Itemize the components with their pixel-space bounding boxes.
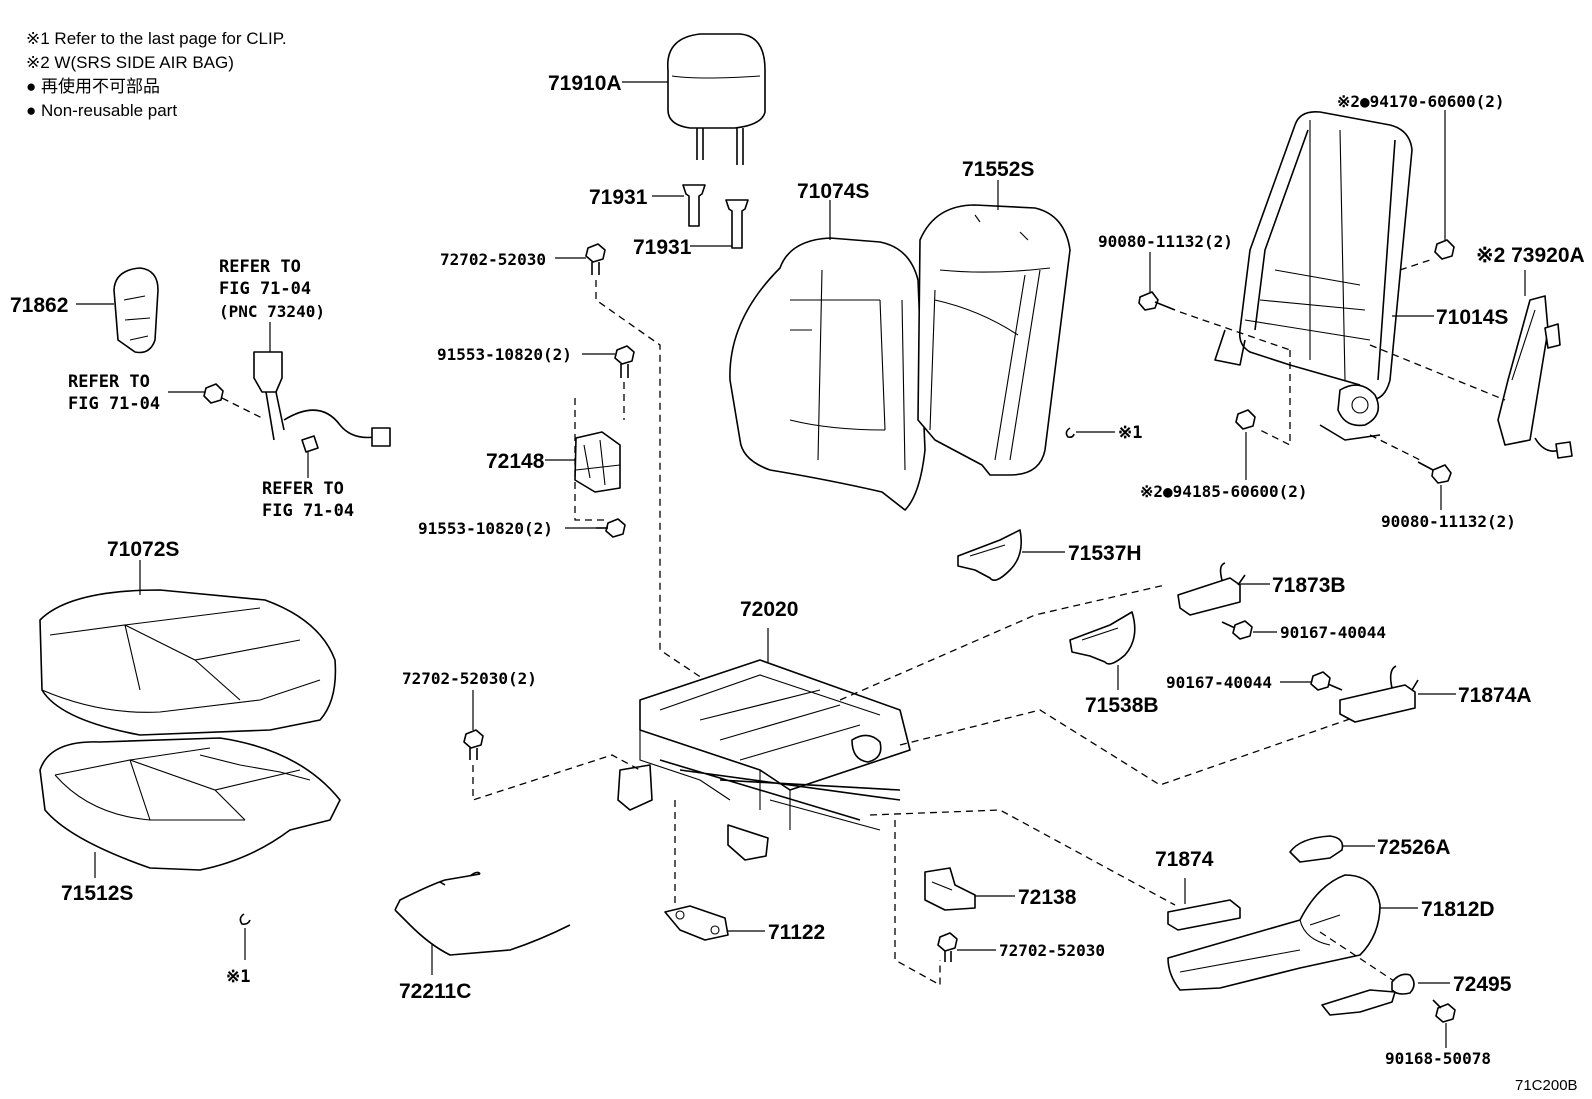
legend-note-clip: ※1 Refer to the last page for CLIP. <box>26 29 287 48</box>
label-71512S: 71512S <box>61 882 133 905</box>
label-refer-to-3: REFER TO <box>262 479 344 499</box>
label-71014S: 71014S <box>1436 306 1508 329</box>
label-71873B: 71873B <box>1272 574 1346 597</box>
knob-72526A[interactable] <box>1289 835 1344 863</box>
label-71122: 71122 <box>768 921 825 944</box>
label-71537H: 71537H <box>1068 542 1142 565</box>
bolt-91553-10820-b[interactable] <box>596 518 626 538</box>
bolt-belt-anchor[interactable] <box>203 383 224 404</box>
cover-71538B[interactable] <box>1069 611 1136 665</box>
label-71538B: 71538B <box>1085 694 1159 717</box>
legend: ※1 Refer to the last page for CLIP. ※2 W… <box>26 27 287 123</box>
label-71910A: 71910A <box>548 72 622 95</box>
label-73920A: ※2 73920A <box>1476 244 1585 267</box>
cover-71862[interactable] <box>113 267 159 354</box>
clip-icon-bottom <box>239 913 251 925</box>
bolt-91553-10820-a[interactable] <box>614 345 635 378</box>
label-fig-71-04-1: FIG 71-04 <box>219 279 311 299</box>
label-90080-11132-b: 90080-11132(2) <box>1381 512 1516 531</box>
nut-94185-60600[interactable] <box>1235 409 1256 430</box>
label-71862: 71862 <box>10 294 68 317</box>
bolt-90080-11132-a[interactable] <box>1138 291 1176 311</box>
label-71931-a: 71931 <box>589 186 648 209</box>
label-91553-10820-b: 91553-10820(2) <box>418 519 553 538</box>
label-clip-right: ※1 <box>1118 423 1142 443</box>
seatback-cover-71074S[interactable] <box>729 237 926 511</box>
label-71074S: 71074S <box>797 180 869 203</box>
seatback-frame-71014S[interactable] <box>1214 110 1413 441</box>
legend-non-reusable-en: ● Non-reusable part <box>26 101 178 120</box>
label-71072S: 71072S <box>107 538 179 561</box>
seatback-pad-71552S[interactable] <box>917 204 1071 476</box>
label-fig-71-04-3: FIG 71-04 <box>262 501 354 521</box>
cover-71874[interactable] <box>1167 899 1241 931</box>
label-91553-10820-a: 91553-10820(2) <box>437 345 572 364</box>
cover-72138[interactable] <box>924 867 976 911</box>
seat-belt-buckle[interactable] <box>253 351 391 453</box>
label-71552S: 71552S <box>962 158 1034 181</box>
bolt-72702-52030-c[interactable] <box>937 932 958 962</box>
label-90080-11132-a: 90080-11132(2) <box>1098 232 1233 251</box>
shield-71812D[interactable] <box>1167 874 1381 991</box>
bolt-90080-11132-b[interactable] <box>1417 461 1452 484</box>
cushion-cover-71072S[interactable] <box>39 589 337 736</box>
label-71812D: 71812D <box>1421 898 1495 921</box>
headrest-support-71931-a[interactable] <box>682 184 706 227</box>
label-clip-bottom: ※1 <box>226 967 250 987</box>
cap-72495[interactable] <box>1391 973 1415 995</box>
label-refer-to-2: REFER TO <box>68 372 150 392</box>
side-airbag-73920A[interactable] <box>1497 295 1573 459</box>
headrest-support-71931-b[interactable] <box>725 199 749 249</box>
bolt-72702-52030-a[interactable] <box>585 243 606 275</box>
label-71874: 71874 <box>1155 848 1214 871</box>
label-90167-40044-a: 90167-40044 <box>1280 623 1386 642</box>
clip-icon <box>1065 427 1075 438</box>
legend-non-reusable-jp: ● 再使用不可部品 <box>26 77 160 96</box>
cover-71537H[interactable] <box>957 529 1023 581</box>
label-72495: 72495 <box>1453 973 1512 996</box>
headrest-71910A[interactable] <box>667 33 766 165</box>
bracket-71873B[interactable] <box>1177 562 1246 616</box>
label-72702-52030-a: 72702-52030 <box>440 250 546 269</box>
screw-90167-40044-b[interactable] <box>1310 671 1343 691</box>
label-fig-71-04-2: FIG 71-04 <box>68 394 160 414</box>
label-90168-50078: 90168-50078 <box>1385 1049 1491 1068</box>
label-72211C: 72211C <box>399 980 471 1003</box>
label-71931-b: 71931 <box>633 236 692 259</box>
bracket-71874A[interactable] <box>1339 665 1419 723</box>
wire-72211C[interactable] <box>394 871 571 956</box>
label-pnc-73240: (PNC 73240) <box>219 302 325 321</box>
figure-code: 71C200B <box>1515 1077 1578 1094</box>
label-94170-60600: ※2●94170-60600(2) <box>1337 92 1505 111</box>
legend-note-airbag: ※2 W(SRS SIDE AIR BAG) <box>26 53 234 72</box>
label-72526A: 72526A <box>1377 836 1451 859</box>
bracket-72148[interactable] <box>574 431 621 493</box>
label-72020: 72020 <box>740 598 798 621</box>
label-94185-60600: ※2●94185-60600(2) <box>1140 482 1308 501</box>
bolt-72702-52030-b[interactable] <box>463 729 484 760</box>
label-72138: 72138 <box>1018 886 1077 909</box>
label-71874A: 71874A <box>1458 684 1532 707</box>
label-72702-52030-b: 72702-52030(2) <box>402 669 537 688</box>
lever-trim[interactable] <box>1321 989 1396 1016</box>
screw-90168-50078[interactable] <box>1432 999 1456 1023</box>
label-72702-52030-c: 72702-52030 <box>999 941 1105 960</box>
label-72148: 72148 <box>486 450 545 473</box>
label-refer-to-1: REFER TO <box>219 257 301 277</box>
cushion-pad-71512S[interactable] <box>39 737 341 871</box>
nut-94170-60600[interactable] <box>1434 239 1455 260</box>
label-90167-40044-b: 90167-40044 <box>1166 673 1272 692</box>
bracket-71122[interactable] <box>664 905 729 941</box>
seat-adjuster-72020[interactable] <box>617 659 911 861</box>
screw-90167-40044-a[interactable] <box>1221 620 1253 640</box>
